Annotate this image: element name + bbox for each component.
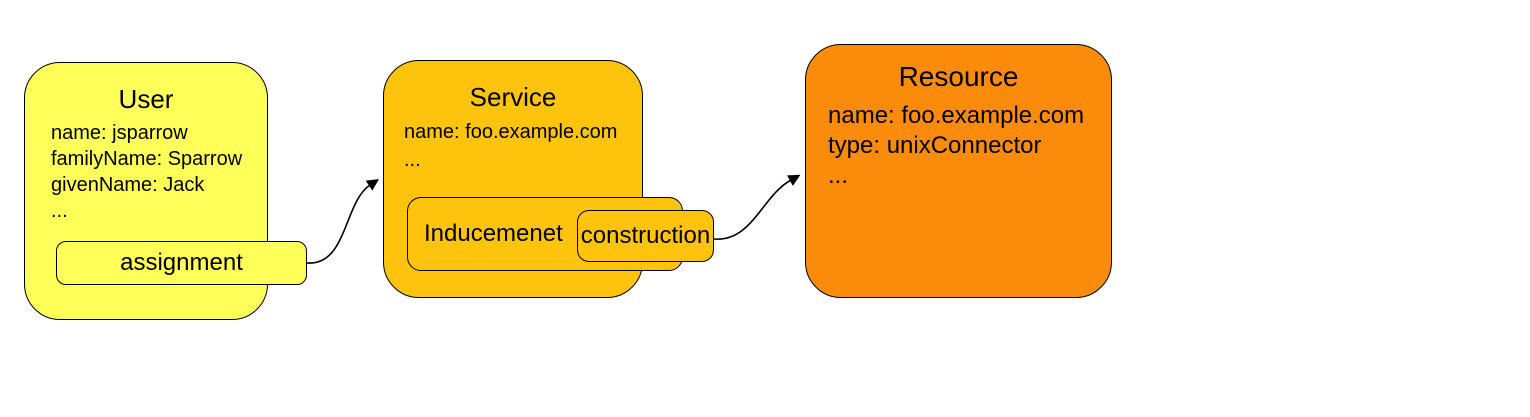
node-user-title: User — [118, 84, 174, 114]
construction-tab: construction — [577, 210, 714, 262]
assignment-tab: assignment — [56, 241, 307, 285]
attribute-line: name: foo.example.com — [404, 121, 618, 143]
node-resource-attributes: name: foo.example.com type: unixConnecto… — [828, 101, 1111, 191]
attribute-line: ... — [404, 149, 421, 171]
attribute-line: name: foo.example.com — [828, 102, 1085, 129]
node-service-title: Service — [469, 82, 557, 112]
attribute-line: givenName: Jack — [51, 174, 205, 196]
construction-tab-label: construction — [580, 222, 711, 249]
node-service-attributes: name: foo.example.com ... — [404, 118, 642, 174]
attribute-line: ... — [828, 162, 849, 189]
node-resource: Resource name: foo.example.com type: uni… — [805, 44, 1112, 298]
node-user-attributes: name: jsparrow familyName: Sparrow given… — [51, 120, 267, 224]
edge-construction-to-resource — [713, 174, 801, 240]
assignment-tab-label: assignment — [120, 249, 243, 276]
attribute-line: familyName: Sparrow — [51, 148, 243, 170]
edge-assignment-to-service — [306, 179, 380, 264]
attribute-line: name: jsparrow — [51, 122, 188, 144]
attribute-line: ... — [51, 200, 68, 222]
attribute-line: type: unixConnector — [828, 132, 1042, 159]
inducemenet-box-label: Inducemenet — [424, 220, 563, 247]
node-resource-title: Resource — [898, 61, 1019, 92]
